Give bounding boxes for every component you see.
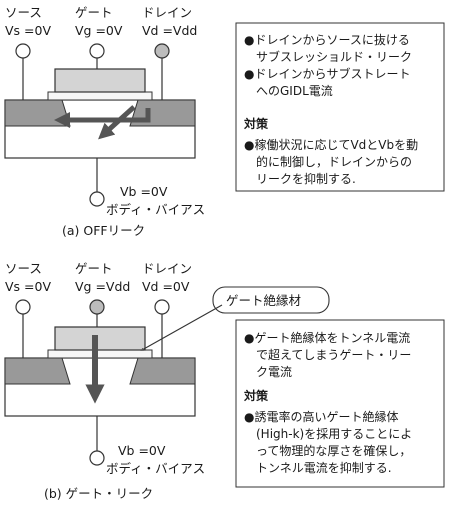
note-box-b: [235, 319, 445, 488]
gate-label: ゲート: [75, 261, 113, 276]
note-line: で超えてしまうゲート・リー: [256, 347, 411, 362]
drain-label: ドレイン: [142, 5, 192, 20]
source-region: [4, 357, 71, 385]
note-line: 的に制御し，ドレインからの: [256, 154, 412, 169]
note-heading: 対策: [243, 388, 269, 403]
source-voltage: Vs =0V: [5, 23, 51, 38]
note-line: ●ドレインからサブストレート: [244, 66, 410, 81]
diagram-a: ソース ゲート ドレイン Vs =0V Vg =0V Vd =Vdd Vb =0…: [4, 5, 445, 238]
gate-label: ゲート: [75, 5, 113, 20]
body-contact: [89, 450, 105, 466]
note-heading: 対策: [243, 116, 269, 131]
gate-voltage: Vg =Vdd: [75, 279, 130, 294]
callout-label: ゲート絶縁材: [226, 293, 301, 308]
gidl-arrow: [98, 105, 136, 140]
drain-voltage: Vd =0V: [142, 279, 190, 294]
gate-electrode: [54, 326, 146, 351]
caption-a: (a) OFFリーク: [62, 223, 145, 238]
subthreshold-leak-arrow: [53, 108, 151, 129]
callout-pointer: [140, 304, 223, 351]
note-line: (High-k)を採用することによ: [256, 427, 412, 441]
note-box-a: [235, 22, 445, 192]
gate-insulator: [47, 349, 153, 359]
note-line: トンネル電流を抑制する.: [256, 460, 392, 475]
source-label: ソース: [5, 261, 42, 276]
diagram-b: ソース ゲート ドレイン Vs =0V Vg =Vdd Vd =0V ゲート絶縁…: [4, 261, 445, 501]
drain-contact: [154, 299, 170, 315]
body-voltage: Vb =0V: [120, 184, 168, 199]
note-line: って物理的な厚さを確保し，: [256, 443, 411, 458]
note-line: ●誘電率の高いゲート絶縁体: [244, 409, 398, 424]
note-line: リークを抑制する.: [256, 171, 356, 186]
note-line: ●ゲート絶縁体をトンネル電流: [244, 330, 410, 345]
note-line: ●稼働状況に応じてVdとVbを動: [244, 137, 418, 152]
source-contact: [15, 299, 31, 315]
gate-voltage: Vg =0V: [75, 23, 123, 38]
caption-b: (b) ゲート・リーク: [44, 486, 153, 501]
gate-contact: [89, 43, 105, 59]
gate-insulator: [47, 91, 153, 101]
body-bias-label: ボディ・バイアス: [106, 202, 205, 217]
source-region: [4, 99, 71, 127]
body-voltage: Vb =0V: [118, 443, 166, 458]
drain-contact: [154, 43, 170, 59]
note-line: へのGIDL電流: [256, 84, 333, 98]
insulator-callout: [212, 286, 330, 314]
source-label: ソース: [5, 5, 42, 20]
gate-contact: [89, 299, 105, 315]
drain-voltage: Vd =Vdd: [142, 23, 197, 38]
drain-label: ドレイン: [142, 261, 192, 276]
body-contact: [89, 191, 105, 207]
note-line: ク電流: [256, 365, 292, 379]
gate-electrode: [54, 68, 146, 93]
source-voltage: Vs =0V: [5, 279, 51, 294]
drain-region: [129, 357, 196, 385]
body-bias-label: ボディ・バイアス: [106, 461, 205, 476]
note-line: サブスレッショルド・リーク: [256, 49, 412, 64]
source-contact: [15, 43, 31, 59]
note-line: ●ドレインからソースに抜ける: [244, 33, 410, 47]
